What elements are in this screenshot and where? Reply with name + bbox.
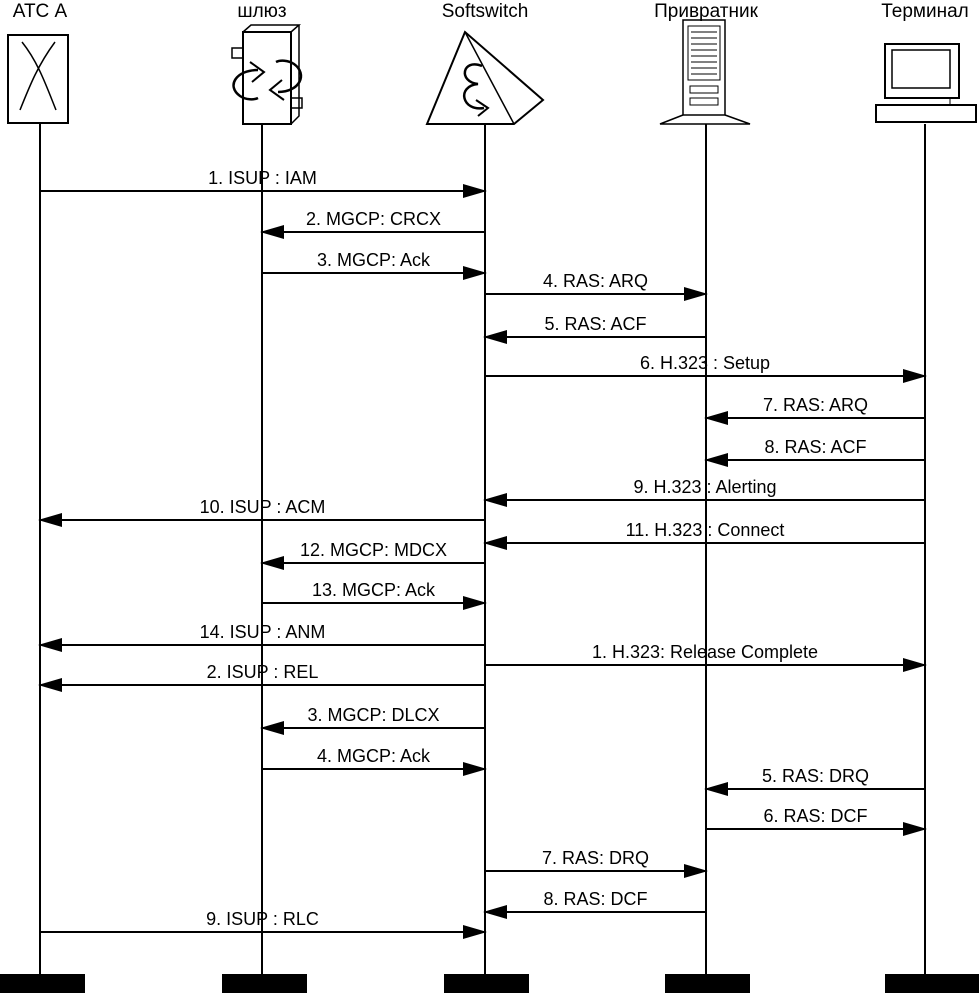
message-label: 7. RAS: ARQ — [763, 395, 868, 415]
message-label: 1. H.323: Release Complete — [592, 642, 818, 662]
message-label: 4. RAS: ARQ — [543, 271, 648, 291]
entity-label-pbx: АТС А — [13, 1, 68, 22]
message-label: 8. RAS: ACF — [764, 437, 866, 457]
entity-label-gatekeeper: Привратник — [654, 1, 758, 22]
message-label: 9. H.323 : Alerting — [633, 477, 776, 497]
message-label: 7. RAS: DRQ — [542, 848, 649, 868]
message-label: 1. ISUP : IAM — [208, 168, 317, 188]
entity-label-softswitch: Softswitch — [442, 1, 529, 22]
pbx-switch-icon — [7, 34, 69, 124]
message-label: 3. MGCP: Ack — [317, 250, 431, 270]
lifeline-end-bar-gatekeeper — [665, 974, 750, 993]
lifeline-end-bar-gateway — [222, 974, 307, 993]
gatekeeper-server-icon — [659, 19, 751, 125]
message-label: 9. ISUP : RLC — [206, 909, 319, 929]
message-label: 4. MGCP: Ack — [317, 746, 431, 766]
message-label: 3. MGCP: DLCX — [307, 705, 439, 725]
lifeline-end-bar-terminal — [885, 974, 979, 993]
message-label: 8. RAS: DCF — [543, 889, 647, 909]
message-label: 6. H.323 : Setup — [640, 353, 770, 373]
message-label: 13. MGCP: Ack — [312, 580, 436, 600]
entity-label-gateway: шлюз — [237, 1, 286, 22]
message-label: 2. ISUP : REL — [207, 662, 319, 682]
message-list: 1. ISUP : IAM 2. MGCP: CRCX 3. MGCP: Ack 4.… — [38, 168, 927, 939]
message-label: 5. RAS: DRQ — [762, 766, 869, 786]
message-label: 6. RAS: DCF — [763, 806, 867, 826]
entity-label-terminal: Терминал — [881, 1, 969, 22]
message-label: 12. MGCP: MDCX — [300, 540, 447, 560]
gateway-icon — [231, 24, 303, 125]
lifeline-end-bar-pbx — [0, 974, 85, 993]
terminal-computer-icon — [875, 43, 977, 123]
lifeline-end-bar-softswitch — [444, 974, 529, 993]
message-label: 2. MGCP: CRCX — [306, 209, 441, 229]
softswitch-pyramid-icon — [425, 30, 545, 125]
message-label: 5. RAS: ACF — [544, 314, 646, 334]
message-label: 10. ISUP : ACM — [200, 497, 326, 517]
message-label: 14. ISUP : ANM — [200, 622, 326, 642]
message-label: 11. H.323 : Connect — [626, 520, 785, 540]
